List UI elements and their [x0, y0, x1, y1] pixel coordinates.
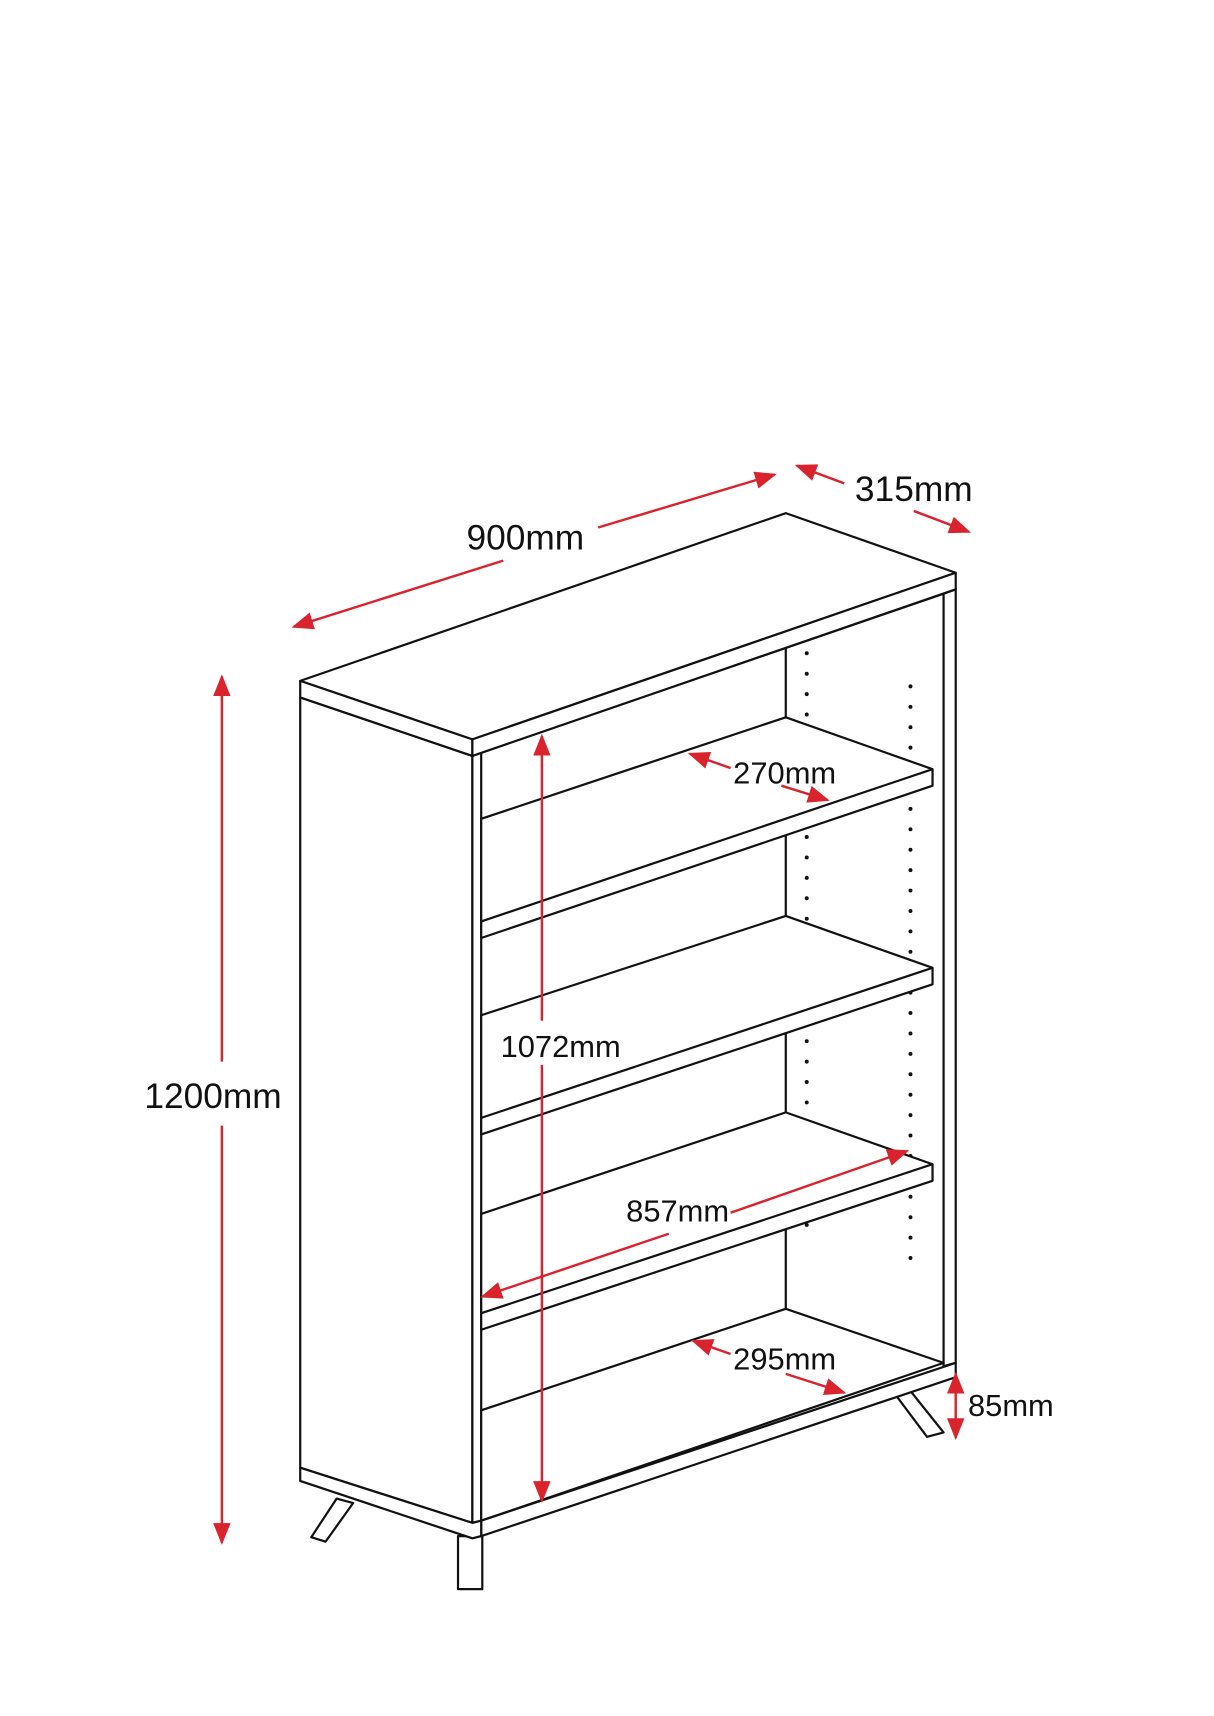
shelf-hole: [908, 745, 913, 750]
shelf-hole: [908, 1051, 913, 1056]
shelf-hole: [908, 1113, 913, 1118]
shelf-hole: [908, 868, 913, 873]
shelf-3: [480, 1111, 934, 1331]
shelf-hole: [804, 651, 809, 656]
right-side-panel: [942, 588, 957, 1368]
shelf-hole: [908, 827, 913, 832]
shelf-hole: [908, 929, 913, 934]
shelf-hole: [908, 847, 913, 852]
shelf-hole: [804, 1222, 809, 1227]
shelf-hole: [908, 1011, 913, 1016]
shelf-hole: [908, 1031, 913, 1036]
shelf-hole: [908, 1256, 913, 1261]
depth-label: 315mm: [855, 470, 973, 509]
base-depth-arrow: [691, 1339, 732, 1356]
shelf-2: [480, 914, 934, 1136]
shelf-hole: [804, 855, 809, 860]
shelf-hole: [804, 835, 809, 840]
shelf-hole: [908, 1235, 913, 1240]
leg-back-left: [310, 1497, 355, 1543]
shelf-hole: [908, 806, 913, 811]
width-label: 900mm: [466, 519, 584, 558]
base-depth-label: 295mm: [733, 1341, 836, 1376]
shelf-hole: [908, 1194, 913, 1199]
shelf-depth-label: 270mm: [733, 756, 836, 791]
shelf-hole: [804, 1100, 809, 1105]
width-arrow-2: [597, 471, 777, 529]
shelf-depth-arrow-2: [780, 784, 830, 803]
leg-front-left: [456, 1535, 484, 1591]
shelf-hole: [804, 896, 809, 901]
shelf-hole: [908, 908, 913, 913]
shelf-hole: [804, 1039, 809, 1044]
base-depth-arrow-2: [785, 1372, 847, 1395]
top-panel: [299, 512, 957, 758]
shelf-hole: [908, 725, 913, 730]
width-arrow: [291, 559, 504, 630]
shelf-hole: [804, 1059, 809, 1064]
shelf-1: [480, 716, 934, 940]
shelf-hole: [804, 712, 809, 717]
shelf-hole: [804, 875, 809, 880]
inner-width-label: 857mm: [626, 1194, 729, 1229]
shelf-hole: [804, 671, 809, 676]
shelf-hole: [908, 1215, 913, 1220]
height-label: 1200mm: [144, 1077, 281, 1116]
left-side-panel: [299, 696, 474, 1524]
dimension-annotations: 900mm 315mm 1200mm 1072mm 270mm 857mm 29…: [144, 464, 1054, 1545]
shelf-hole: [908, 888, 913, 893]
bottom-panel: [299, 1307, 957, 1540]
left-panel-front-edge: [471, 751, 483, 1524]
depth-arrow-2: [913, 509, 972, 534]
shelf-hole: [908, 1092, 913, 1097]
shelf-hole: [908, 1133, 913, 1138]
shelf-hole: [804, 692, 809, 697]
shelf-hole: [908, 684, 913, 689]
shelf-hole: [908, 949, 913, 954]
leg-height-label: 85mm: [968, 1388, 1054, 1423]
shelf-hole: [804, 1080, 809, 1085]
shelf-depth-arrow: [687, 751, 731, 770]
inner-width-arrow: [480, 1232, 670, 1299]
inner-height-label: 1072mm: [501, 1029, 621, 1064]
shelf-hole: [908, 1072, 913, 1077]
depth-arrow: [794, 464, 845, 485]
shelf-hole: [804, 916, 809, 921]
shelf-hole: [908, 704, 913, 709]
inner-width-arrow-2: [730, 1149, 910, 1214]
bookshelf-drawing: [299, 512, 957, 1591]
